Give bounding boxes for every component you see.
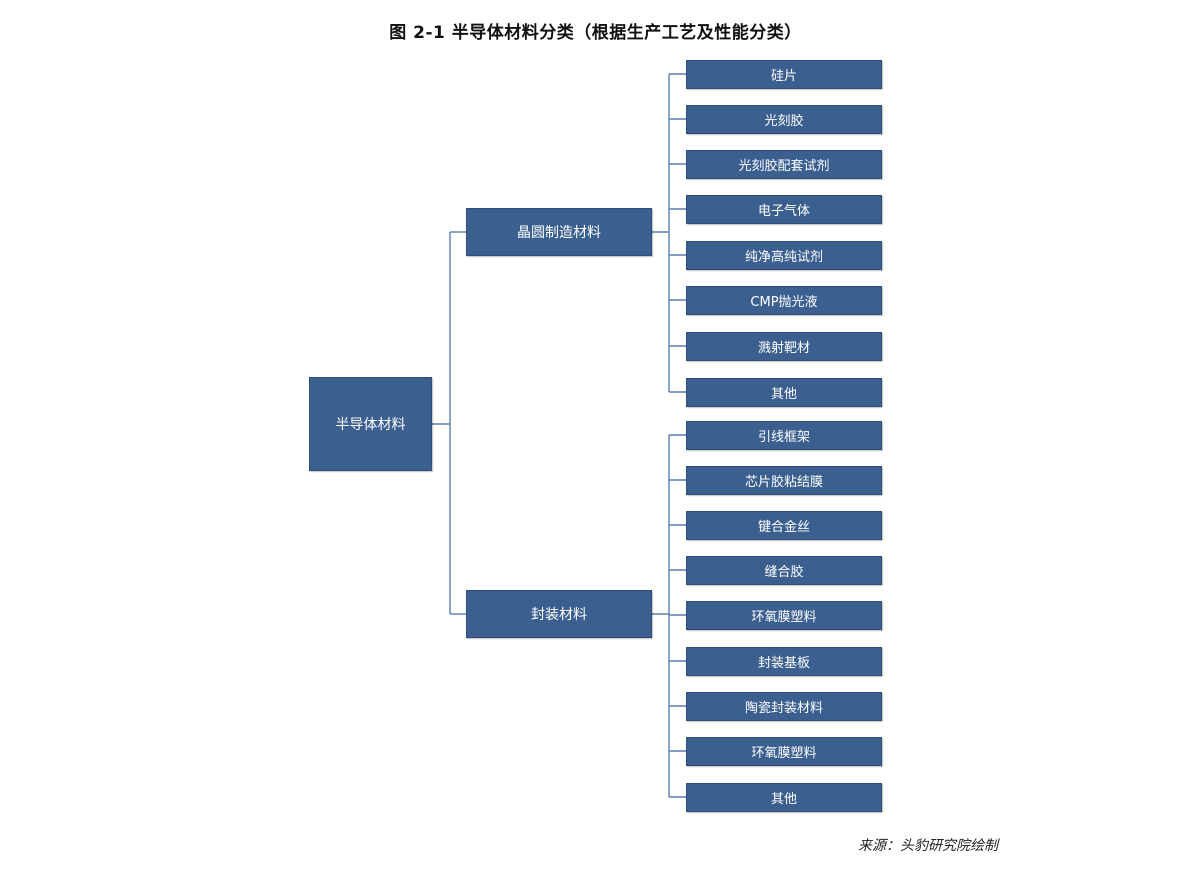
leaf-node: 硅片 [686, 60, 882, 89]
leaf-node: 其他 [686, 783, 882, 812]
leaf-node: 引线框架 [686, 421, 882, 450]
leaf-node: CMP抛光液 [686, 286, 882, 315]
source-note: 来源：头豹研究院绘制 [858, 838, 998, 854]
branch-node-packaging-materials: 封装材料 [466, 590, 652, 638]
leaf-node: 环氧膜塑料 [686, 737, 882, 766]
leaf-node: 陶瓷封装材料 [686, 692, 882, 721]
leaf-node: 溅射靶材 [686, 332, 882, 361]
diagram-title: 图 2-1 半导体材料分类（根据生产工艺及性能分类） [389, 23, 802, 43]
branch-node-wafer-materials: 晶圆制造材料 [466, 208, 652, 256]
leaf-node: 封装基板 [686, 647, 882, 676]
leaf-node: 键合金丝 [686, 511, 882, 540]
leaf-node: 纯净高纯试剂 [686, 241, 882, 270]
leaf-node: 缝合胶 [686, 556, 882, 585]
leaf-node: 环氧膜塑料 [686, 601, 882, 630]
leaf-node: 光刻胶配套试剂 [686, 150, 882, 179]
leaf-node: 光刻胶 [686, 105, 882, 134]
leaf-node: 芯片胶粘结膜 [686, 466, 882, 495]
leaf-node: 电子气体 [686, 195, 882, 224]
leaf-node: 其他 [686, 378, 882, 407]
root-node: 半导体材料 [309, 377, 432, 471]
